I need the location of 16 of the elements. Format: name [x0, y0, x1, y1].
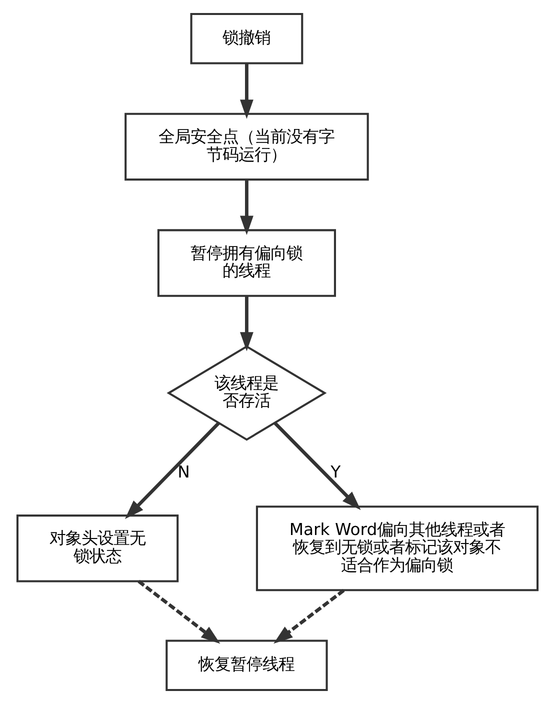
node-box: 恢复暂停线程	[166, 640, 328, 692]
node-box: 锁撤销	[190, 12, 304, 64]
node-box: Mark Word偏向其他线程或者恢复到无锁或者标记该对象不适合作为偏向锁	[256, 506, 539, 592]
arrow	[274, 422, 361, 510]
node-box: 对象头设置无锁状态	[16, 514, 179, 582]
arrow	[240, 180, 254, 235]
node-box: 全局安全点（当前没有字节码运行）	[124, 112, 369, 181]
edge-label: Y	[330, 462, 341, 482]
edge-label: N	[178, 462, 190, 482]
arrow	[240, 296, 254, 352]
node-box: 暂停拥有偏向锁的线程	[157, 229, 336, 297]
arrow	[240, 63, 254, 119]
arrow	[124, 422, 220, 519]
node-diamond: 该线程是否存活	[166, 345, 327, 441]
arrow	[138, 580, 220, 644]
arrow	[274, 589, 345, 644]
